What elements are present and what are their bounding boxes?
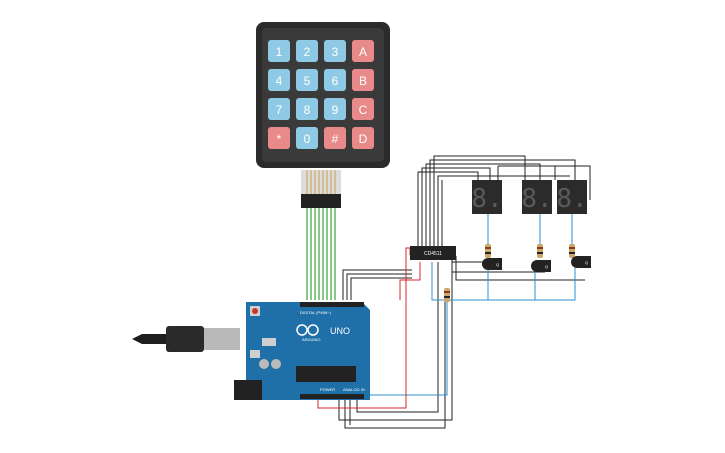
keypad-key[interactable]: 8 xyxy=(296,98,318,120)
keypad-key-label: 9 xyxy=(332,103,339,117)
seven-segment-displays: 8.8.8. xyxy=(471,180,588,214)
usb-cable xyxy=(132,334,168,344)
resistor xyxy=(485,244,491,258)
svg-text:Q: Q xyxy=(545,264,548,269)
arduino-logo xyxy=(296,324,319,336)
display-digit: 8. xyxy=(556,184,587,214)
microcontroller-chip xyxy=(296,366,356,382)
keypad-connector xyxy=(301,194,341,208)
seven-segment-display: 8. xyxy=(471,180,503,214)
transistors: Q Q Q xyxy=(482,256,591,272)
keypad-key-label: D xyxy=(359,132,368,146)
digital-header xyxy=(300,302,364,307)
digital-label: DIGITAL (PWM~) xyxy=(300,310,332,315)
keypad-ribbon-wires xyxy=(306,208,336,300)
keypad-key-label: 7 xyxy=(276,103,283,117)
keypad-key-label: 4 xyxy=(276,74,283,88)
svg-text:Q: Q xyxy=(496,262,499,267)
keypad-key-label: * xyxy=(277,132,282,146)
power-label: POWER xyxy=(320,387,335,392)
seven-segment-display: 8. xyxy=(556,180,588,214)
keypad-ribbon xyxy=(301,170,341,194)
keypad-key-label: C xyxy=(359,103,368,117)
transistor: Q xyxy=(571,256,591,268)
transistor: Q xyxy=(482,258,502,270)
power-analog-header xyxy=(300,394,364,399)
seven-segment-display: 8. xyxy=(521,180,553,214)
arduino-uno: DIGITAL (PWM~) ARDUINO UNO POWER ANALOG … xyxy=(132,302,370,400)
resistor xyxy=(444,288,450,302)
transistor: Q xyxy=(531,260,551,272)
resistor xyxy=(569,244,575,258)
keypad: 1 2 3 A 4 5 6 B 7 8 9 C * 0 # D xyxy=(256,22,390,208)
keypad-key[interactable]: 2 xyxy=(296,40,318,62)
decoder-chip: CD4511 xyxy=(410,246,456,260)
keypad-key-label: A xyxy=(359,45,367,59)
keypad-key[interactable]: A xyxy=(352,40,374,62)
keypad-key[interactable]: D xyxy=(352,127,374,149)
keypad-key[interactable]: 6 xyxy=(324,69,346,91)
keypad-key[interactable]: B xyxy=(352,69,374,91)
keypad-key[interactable]: 3 xyxy=(324,40,346,62)
blue-wires xyxy=(360,205,576,396)
keypad-key[interactable]: C xyxy=(352,98,374,120)
keypad-key[interactable]: 1 xyxy=(268,40,290,62)
usb-plug xyxy=(166,326,204,352)
decoder-chip-label: CD4511 xyxy=(424,251,442,257)
svg-text:Q: Q xyxy=(585,260,588,265)
arduino-board xyxy=(246,302,370,400)
keypad-key[interactable]: 5 xyxy=(296,69,318,91)
keypad-key-label: 5 xyxy=(304,74,311,88)
resistors xyxy=(444,244,575,302)
analog-label: ANALOG IN xyxy=(343,387,365,392)
keypad-key-label: 1 xyxy=(276,45,283,59)
keypad-key[interactable]: # xyxy=(324,127,346,149)
resistor xyxy=(537,244,543,258)
model-label: UNO xyxy=(330,326,350,336)
keypad-key[interactable]: 0 xyxy=(296,127,318,149)
keypad-key-label: 3 xyxy=(332,45,339,59)
keypad-key[interactable]: 4 xyxy=(268,69,290,91)
keypad-key-label: 8 xyxy=(304,103,311,117)
keypad-key-label: B xyxy=(359,74,367,88)
keypad-key-label: 0 xyxy=(304,132,311,146)
display-digit: 8. xyxy=(471,184,502,214)
keypad-key[interactable]: * xyxy=(268,127,290,149)
keypad-key-label: 2 xyxy=(304,45,311,59)
power-jack xyxy=(234,380,262,400)
keypad-key[interactable]: 7 xyxy=(268,98,290,120)
keypad-key[interactable]: 9 xyxy=(324,98,346,120)
keypad-key-label: 6 xyxy=(332,74,339,88)
reset-button xyxy=(252,308,258,314)
brand-label: ARDUINO xyxy=(302,337,320,342)
usb-connector xyxy=(204,328,240,350)
display-digit: 8. xyxy=(521,184,552,214)
keypad-key-label: # xyxy=(332,132,339,146)
